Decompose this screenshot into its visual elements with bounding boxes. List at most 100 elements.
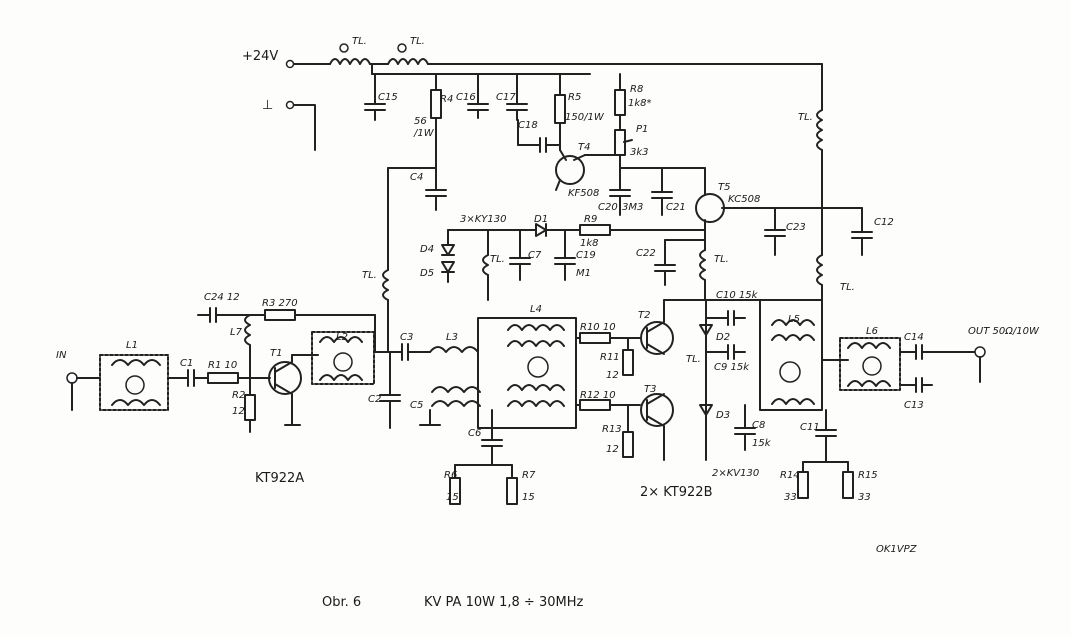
c14-label: C14 [904,332,924,343]
d1-label: D1 [534,214,548,225]
c5-label: C5 [410,400,423,411]
r8-value: 1k8* [628,98,652,109]
figure-title: KV PA 10W 1,8 ÷ 30MHz [424,595,583,610]
r14-value: 33 [784,492,797,503]
r4-value: 56 [414,116,427,127]
varicap-label: 3×KY130 [460,214,507,225]
r14-label: R14 [780,470,800,481]
c10-label: C10 15k [716,290,759,301]
c24-label: C24 12 [204,292,240,303]
t2-label: T2 [638,310,650,321]
c13-label: C13 [904,400,924,411]
l4-label: L4 [530,304,542,315]
r10-label: R10 10 [580,322,616,333]
r8-label: R8 [630,84,643,95]
d3-label: D3 [716,410,730,421]
d4-label: D4 [420,244,434,255]
d5-label: D5 [420,268,434,279]
c1-label: C1 [180,358,193,369]
r15-value: 33 [858,492,871,503]
c3-label: C3 [400,332,413,343]
r6-value: 15 [446,492,459,503]
c9-label: C9 15k [714,362,750,373]
r1-label: R1 10 [208,360,237,371]
choke-label-7: TL. [362,270,377,281]
c17-label: C17 [496,92,516,103]
input-label: IN [56,350,67,361]
power-rail [285,43,823,151]
r11-value: 12 [606,370,619,381]
r13-label: R13 [602,424,622,435]
output-varicaps: 2×KV130 [712,468,759,479]
t5-label: T5 [718,182,730,193]
rf-chokes [382,109,873,353]
c6-label: C6 [468,428,481,439]
author-signature: OK1VPZ [876,544,918,555]
choke-label-2: TL. [410,36,425,47]
l5-label: L5 [788,314,800,325]
r4-power: /1W [413,128,435,139]
c18-label: C18 [518,120,538,131]
c2-label: C2 [368,394,381,405]
bias-regulator [441,73,823,286]
r9-value: 1k8 [580,238,599,249]
r9-label: R9 [584,214,597,225]
output-stage [419,299,986,505]
c20-value: 3M3 [622,202,643,213]
r7-value: 15 [522,492,535,503]
d2-label: D2 [716,332,730,343]
l7-label: L7 [230,327,243,338]
r5-value: 150/1W [565,112,605,123]
t4-type: KF508 [568,188,599,199]
r5-label: R5 [568,92,581,103]
l2-label: L2 [336,332,348,343]
l6-label: L6 [866,326,878,337]
rail-capacitors [364,73,528,271]
r7-label: R7 [522,470,536,481]
c12-label: C12 [874,217,894,228]
c22-label: C22 [636,248,656,259]
r6-label: R6 [444,470,457,481]
r2-value: 12 [232,406,245,417]
r11-label: R11 [600,352,620,363]
c15-label: C15 [378,92,398,103]
figure-number: Obr. 6 [322,595,361,610]
choke-label-6: TL. [490,254,505,265]
choke-label-3: TL. [798,112,813,123]
c19-value: M1 [576,268,591,279]
r4-label: R4 [440,94,453,105]
output-label: OUT 50Ω/10W [968,326,1040,337]
output-transistors: 2× KT922B [640,485,712,500]
c8-label: C8 [752,420,765,431]
l3-label: L3 [446,332,458,343]
t4-label: T4 [578,142,590,153]
c20-label: C20 [598,202,618,213]
c21-label: C21 [666,202,686,213]
p1-label: P1 [636,124,648,135]
r2-label: R2 [232,390,245,401]
c23-label: C23 [786,222,806,233]
p1-value: 3k3 [630,147,649,158]
r15-label: R15 [858,470,878,481]
supply-label: +24V [242,49,278,64]
choke-label-8: TL. [686,354,701,365]
c16-label: C16 [456,92,476,103]
r13-value: 12 [606,444,619,455]
c4-label: C4 [410,172,423,183]
choke-label-1: TL. [352,36,367,47]
c11-label: C11 [800,422,820,433]
r12-label: R12 10 [580,390,616,401]
choke-label-5: TL. [714,254,729,265]
ground-label: ⊥ [262,98,273,113]
t3-label: T3 [644,384,656,395]
choke-label-4: TL. [840,282,855,293]
driver-stage [66,307,479,433]
c7-label: C7 [528,250,542,261]
t5-type: KC508 [728,194,760,205]
r3-label: R3 270 [262,298,298,309]
c8-value: 15k [752,438,772,449]
c19-label: C19 [576,250,596,261]
